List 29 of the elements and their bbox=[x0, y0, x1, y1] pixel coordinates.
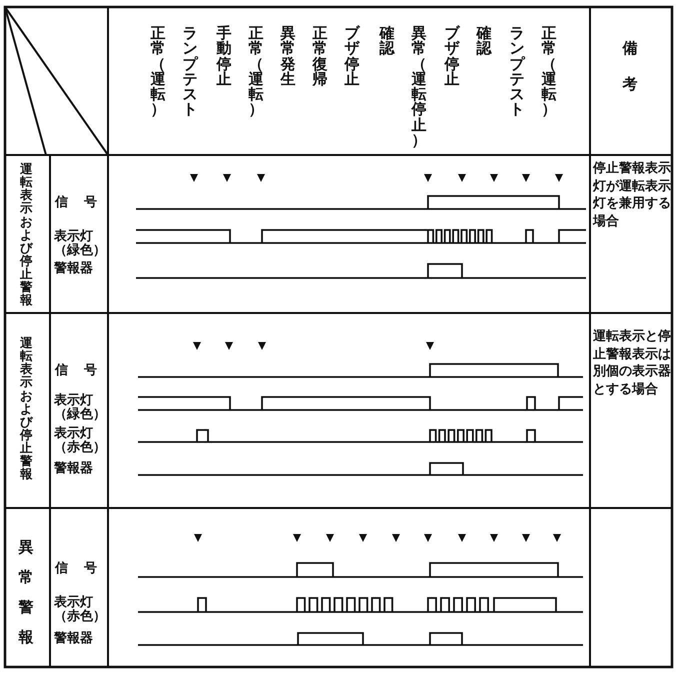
signal-name: 表示灯（赤色） bbox=[54, 427, 107, 456]
remark-text: 運転表示と停止警報表示は別個の表示器とする場合 bbox=[593, 328, 672, 398]
signal-name: 信号 bbox=[55, 364, 109, 378]
row-heading: 運転表示および停止警報 bbox=[20, 336, 34, 480]
signal-name: 表示灯（緑色） bbox=[54, 394, 107, 423]
remark-text: 停止警報表示灯が運転表示灯を兼用する場合 bbox=[593, 160, 672, 230]
signal-name: 警報器 bbox=[54, 262, 94, 276]
row-heading: 運転表示および停止警報 bbox=[20, 162, 34, 306]
column-header: 備考 bbox=[622, 38, 638, 95]
column-header: 正常（運転） bbox=[541, 26, 557, 118]
column-header: 確認 bbox=[379, 26, 395, 57]
signal-name: 警報器 bbox=[54, 462, 94, 476]
column-header: 確認 bbox=[476, 26, 492, 57]
column-header: 正常（運転） bbox=[150, 26, 166, 118]
column-header: ランプテスト bbox=[509, 26, 525, 118]
column-header: ランプテスト bbox=[182, 26, 198, 118]
column-header: 正常復帰 bbox=[312, 26, 328, 88]
signal-name: 信号 bbox=[55, 562, 109, 576]
column-header: ブザ停止 bbox=[444, 26, 460, 88]
column-header: 正常（運転） bbox=[248, 26, 264, 118]
column-header: 異常発生 bbox=[280, 26, 296, 88]
signal-name: 信号 bbox=[55, 196, 109, 210]
signal-name: 表示灯（赤色） bbox=[54, 596, 107, 625]
column-header: 異常（運転停止） bbox=[411, 26, 427, 148]
signal-name: 警報器 bbox=[54, 632, 94, 646]
column-header: 手動停止 bbox=[216, 26, 232, 88]
column-header: ブザ停止 bbox=[344, 26, 360, 88]
row-heading: 異常警報 bbox=[18, 537, 34, 648]
signal-name: 表示灯（緑色） bbox=[54, 230, 107, 259]
